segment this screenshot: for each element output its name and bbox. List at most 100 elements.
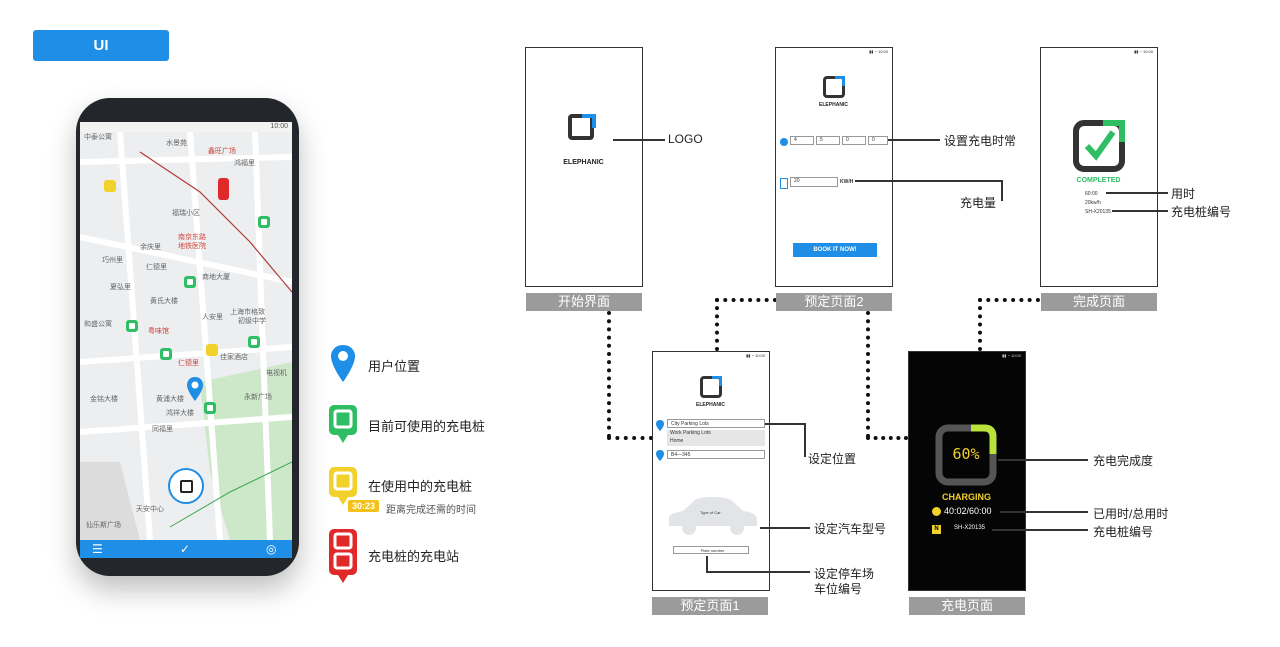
location-select[interactable]: City Parking Lots [667, 419, 765, 428]
frame-label-charging: 充电页面 [909, 597, 1025, 615]
completed-page-frame: ▮▮ ◔ 10:00 COMPLETED 60:00 20kw/h SH-X20… [1040, 47, 1158, 287]
clock-icon [932, 507, 941, 516]
available-charger-pin[interactable] [160, 348, 172, 360]
available-charger-pin[interactable] [184, 276, 196, 288]
completed-check-icon [1073, 120, 1125, 172]
user-icon[interactable]: ◎ [266, 542, 277, 556]
flow-connector [866, 436, 908, 440]
status-time: 10:00 [270, 123, 288, 130]
kwh-input[interactable]: 20 [790, 177, 838, 187]
completed-station-id: SH-X20135 [1085, 209, 1111, 215]
location-icon [656, 420, 664, 431]
parking-spot-input[interactable]: B4—345 [667, 450, 765, 459]
charging-time: 40:02/60:00 [944, 506, 992, 516]
location-icon [656, 450, 664, 461]
clock-icon [780, 138, 788, 146]
check-circle-icon[interactable]: ✓ [180, 542, 191, 556]
logo-icon [700, 376, 722, 398]
map-label: 水景苑 [166, 140, 187, 147]
available-charger-pin[interactable] [258, 216, 270, 228]
frame-label-booking1: 预定页面1 [652, 597, 768, 615]
annotation-line [998, 459, 1088, 461]
annotation-line [804, 423, 806, 457]
completed-title: COMPLETED [1076, 177, 1121, 184]
available-charger-pin[interactable] [204, 402, 216, 414]
map-label: 粤味馆 [148, 328, 169, 335]
scan-button[interactable] [168, 468, 204, 504]
book-now-button[interactable]: BOOK IT NOW! [793, 243, 877, 257]
logo-accent [712, 376, 722, 386]
car-icon[interactable] [665, 494, 759, 538]
flow-connector [715, 298, 777, 302]
map-label: 巧州里 [102, 257, 123, 264]
annotation-charge-progress: 充电完成度 [1093, 454, 1154, 468]
map-label: 人安里 [202, 314, 223, 321]
legend-time-desc: 距离完成还需的时间 [386, 505, 476, 516]
flow-connector [978, 298, 1040, 302]
frame-label-start: 开始界面 [526, 293, 642, 311]
logo-accent [582, 114, 596, 128]
in-use-charger-pin[interactable] [104, 180, 116, 192]
annotation-line [888, 139, 940, 141]
available-charger-pin[interactable] [126, 320, 138, 332]
annotation-line [706, 556, 708, 572]
in-use-charger-icon [329, 467, 357, 505]
map-label: 仁德里 [178, 360, 199, 367]
logo-accent [835, 76, 845, 86]
hour-tens-picker[interactable]: 4 [790, 136, 814, 145]
hour-ones-picker[interactable]: 5 [816, 136, 840, 145]
user-location-pin [187, 377, 203, 401]
kwh-unit: KW/H [840, 179, 854, 185]
map-label: 永新广场 [244, 394, 272, 401]
logo-icon [823, 76, 845, 98]
map-label: 黄浦大楼 [156, 396, 184, 403]
map-label: 商地大厦 [202, 274, 230, 281]
ui-section-tab: UI [33, 30, 169, 61]
map-label: 金铭大楼 [90, 396, 118, 403]
plate-number-input[interactable]: Plate number [673, 546, 749, 554]
annotation-line [1001, 180, 1003, 201]
annotation-time-used: 用时 [1171, 187, 1196, 201]
map-label: 鸿祥大楼 [166, 410, 194, 417]
legend-user-location: 用户位置 [368, 359, 421, 374]
time-remaining-chip: 30:23 [348, 500, 380, 512]
available-charger-pin[interactable] [248, 336, 260, 348]
bottom-nav: ☰ ✓ ◎ [80, 540, 292, 558]
location-option[interactable]: Home [667, 438, 765, 446]
brand-name: ELEPHANIC [819, 102, 848, 108]
legend-station: 充电桩的充电站 [368, 549, 460, 564]
charge-percent: 60% [952, 445, 980, 463]
location-option[interactable]: Work Parking Lots [667, 430, 765, 438]
annotation-charger-id: 充电桩编号 [1093, 525, 1154, 539]
map-label: 福瑞小区 [172, 210, 200, 217]
annotation-line [992, 529, 1088, 531]
flow-connector [978, 298, 982, 351]
map-label: 仙乐斯广场 [86, 522, 121, 529]
in-use-charger-pin[interactable] [206, 344, 218, 356]
minute-tens-picker[interactable]: 0 [842, 136, 866, 145]
menu-icon[interactable]: ☰ [92, 542, 103, 556]
map-label: 黄氏大楼 [150, 298, 178, 305]
start-screen-frame: ELEPHANIC [525, 47, 643, 287]
annotation-set-location: 设定位置 [808, 452, 857, 466]
status-bar: ▮▮ ◔ 10:00 [1133, 49, 1153, 54]
booking-page-1-frame: ▮▮ ◔ 10:00 ELEPHANIC City Parking Lots W… [652, 351, 770, 591]
completed-energy: 20kw/h [1085, 200, 1101, 206]
map-label: 中泰公寓 [84, 134, 112, 141]
frame-label-completed: 完成页面 [1041, 293, 1157, 311]
minute-ones-picker[interactable]: 0 [868, 136, 888, 145]
flow-connector [607, 436, 653, 440]
charging-station-pin[interactable] [218, 178, 229, 200]
annotation-line [855, 180, 1002, 182]
annotation-used-total: 已用时/总用时 [1093, 507, 1169, 521]
phone-screen: 10:00 中泰公寓 水景苑 鑫旺广场 鸿福里 福瑞小区 南京东路 地铁医院 余… [80, 122, 292, 558]
brand-name: ELEPHANIC [696, 402, 725, 408]
status-bar: 10:00 [80, 122, 292, 132]
annotation-set-time: 设置充电时常 [944, 134, 1017, 148]
map-label: 初级中学 [238, 318, 266, 325]
map-label: 鸿福里 [234, 160, 255, 167]
annotation-line [706, 571, 810, 573]
map-label: 地铁医院 [178, 243, 206, 250]
map-label: 南京东路 [178, 234, 206, 241]
map-label: 和盛公寓 [84, 321, 112, 328]
